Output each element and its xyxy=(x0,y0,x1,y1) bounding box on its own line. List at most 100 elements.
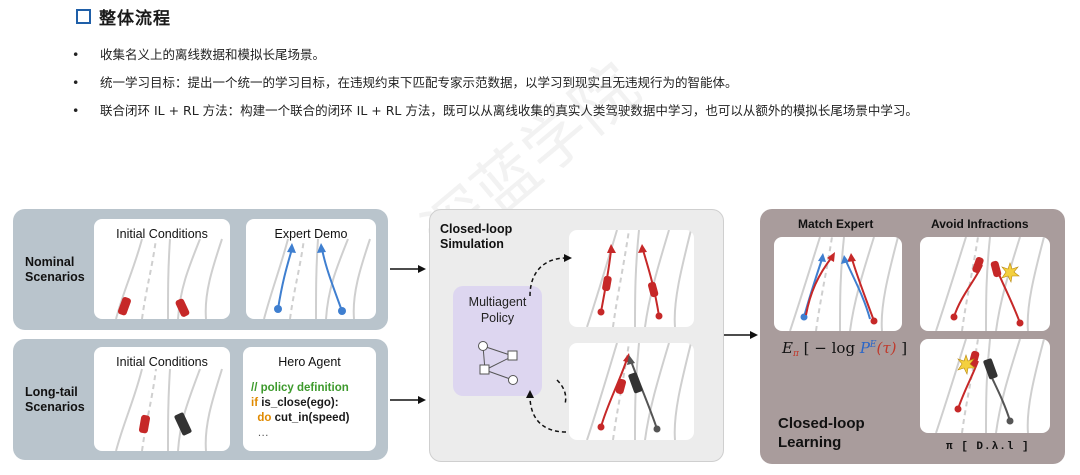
code-ellipsis-text: … xyxy=(257,427,269,439)
code-line-do: do cut_in(speed) xyxy=(251,411,349,426)
code-action: cut_in(speed) xyxy=(274,412,350,424)
trajectory-arrow-icon xyxy=(847,253,878,325)
collision-star-icon xyxy=(957,354,976,375)
nominal-scenarios-panel: Nominal Scenarios Initial Conditions Exp… xyxy=(13,209,388,330)
trajectory-arrow-icon xyxy=(990,260,1024,327)
road-scene-icon xyxy=(263,238,371,319)
bullet-text: 联合闭环 IL + RL 方法：构建一个联合的闭环 IL + RL 方法，既可以… xyxy=(100,103,918,118)
bullet-dot-icon: • xyxy=(72,103,80,118)
code-line-if: if is_close(ego): xyxy=(251,396,349,411)
trajectory-arrow-icon xyxy=(983,358,1014,425)
trajectory-arrow-icon xyxy=(274,243,296,313)
bullet-text: 收集名义上的离线数据和模拟长尾场景。 xyxy=(100,47,326,62)
loss-formula: Eπ [ − log PE(τ) ] xyxy=(782,339,907,359)
card-title: Hero Agent xyxy=(278,355,341,369)
car-icon xyxy=(174,412,192,436)
card-title: Expert Demo xyxy=(274,227,348,241)
car-icon xyxy=(175,298,190,317)
match-expert-scene xyxy=(774,237,902,331)
trajectory-arrow-icon xyxy=(627,355,661,433)
car-icon xyxy=(138,414,151,434)
closed-loop-learning-panel: Match Expert Avoid Infractions xyxy=(760,209,1065,464)
policy-label-line2: Policy xyxy=(480,311,515,325)
policy-label-line1: Multiagent xyxy=(468,295,527,309)
formula-pi: π xyxy=(792,349,799,359)
road-scene-icon xyxy=(789,237,899,331)
formula-tau: (τ) xyxy=(876,339,897,357)
formula-body: [ − log xyxy=(803,339,856,357)
code-ellipsis: … xyxy=(251,426,349,441)
page-title: 整体流程 xyxy=(99,8,171,29)
code-keyword-if: if xyxy=(251,397,259,409)
code-comment: // policy definition xyxy=(251,382,349,394)
section-title: 整体流程 xyxy=(76,2,171,30)
code-condition: is_close(ego): xyxy=(261,397,339,409)
multiagent-policy-box: Multiagent Policy xyxy=(453,286,542,396)
bullet-dot-icon: • xyxy=(72,47,80,62)
bullet-text: 统一学习目标：提出一个统一的学习目标，在违规约束下匹配专家示范数据，以学习到现实… xyxy=(100,75,738,90)
arrow-right-icon xyxy=(390,396,426,404)
learning-label-line2: Learning xyxy=(778,434,842,451)
nominal-scenarios-label: Nominal Scenarios xyxy=(25,255,85,285)
road-scene-icon xyxy=(115,238,223,319)
longtail-initial-conditions-card: Initial Conditions xyxy=(94,347,230,451)
simulation-scene-top xyxy=(569,230,694,327)
longtail-scenarios-label: Long-tail Scenarios xyxy=(25,385,85,415)
loop-arrow-icon xyxy=(529,254,572,297)
road-scene-icon xyxy=(115,368,223,451)
arrow-right-icon xyxy=(724,331,758,339)
nominal-initial-conditions-card: Initial Conditions xyxy=(94,219,230,319)
simulation-label-line2: Simulation xyxy=(440,237,504,251)
road-scene-icon xyxy=(586,343,692,440)
loop-arrow-icon xyxy=(556,379,567,405)
avoid-infractions-title: Avoid Infractions xyxy=(931,217,1029,231)
longtail-scenarios-panel: Long-tail Scenarios Initial Conditions H… xyxy=(13,339,388,460)
simulation-scene-bottom xyxy=(569,343,694,440)
longtail-label-line1: Long-tail xyxy=(25,385,78,399)
trajectory-arrow-icon xyxy=(597,244,616,316)
loop-arrow-icon xyxy=(526,390,567,433)
bullet-list: • 收集名义上的离线数据和模拟长尾场景。 • 统一学习目标：提出一个统一的学习目… xyxy=(72,44,1032,128)
nominal-label-line2: Scenarios xyxy=(25,270,85,284)
learning-label-line1: Closed-loop xyxy=(778,415,865,432)
closed-loop-simulation-panel: Closed-loop Simulation Multiagent Policy xyxy=(429,209,724,462)
avoid-infractions-scene-bottom xyxy=(920,339,1050,433)
hero-agent-code: // policy definition if is_close(ego): d… xyxy=(251,381,349,441)
formula-p: PE xyxy=(860,339,877,357)
trajectory-arrow-icon xyxy=(950,256,984,321)
trajectory-arrow-icon xyxy=(638,244,663,320)
formula-e: E xyxy=(782,339,793,357)
bullet-item: • 统一学习目标：提出一个统一的学习目标，在违规约束下匹配专家示范数据，以学习到… xyxy=(72,72,1032,94)
trajectory-arrow-icon xyxy=(841,255,871,320)
bullet-item: • 联合闭环 IL + RL 方法：构建一个联合的闭环 IL + RL 方法，既… xyxy=(72,100,1032,122)
avoid-infractions-scene-top xyxy=(920,237,1050,331)
arrow-right-icon xyxy=(390,265,426,273)
expert-demo-card: Expert Demo xyxy=(246,219,376,319)
card-title: Initial Conditions xyxy=(116,355,208,369)
card-title: Initial Conditions xyxy=(116,227,208,241)
formula-p-sup: E xyxy=(869,340,877,350)
bullet-item: • 收集名义上的离线数据和模拟长尾场景。 xyxy=(72,44,1032,66)
trajectory-arrow-icon xyxy=(317,243,346,315)
trajectory-arrow-icon xyxy=(805,252,835,316)
trajectory-arrow-icon xyxy=(954,350,980,413)
longtail-label-line2: Scenarios xyxy=(25,400,85,414)
car-icon xyxy=(118,297,131,316)
closed-loop-learning-label: Closed-loop Learning xyxy=(778,414,865,452)
road-scene-icon xyxy=(935,237,1045,331)
nominal-label-line1: Nominal xyxy=(25,255,75,269)
policy-graph-icon xyxy=(478,341,518,385)
formula-p-letter: P xyxy=(859,339,870,357)
hero-agent-card: Hero Agent // policy definition if is_cl… xyxy=(243,347,376,451)
square-bullet-icon xyxy=(76,8,91,24)
match-expert-title: Match Expert xyxy=(798,217,874,231)
code-keyword-do: do xyxy=(257,412,272,424)
simulation-label-line1: Closed-loop xyxy=(440,222,513,236)
road-scene-icon xyxy=(935,339,1045,433)
trajectory-arrow-icon xyxy=(800,253,826,321)
bullet-dot-icon: • xyxy=(72,75,80,90)
policy-label: Multiagent Policy xyxy=(453,294,542,326)
simulation-label: Closed-loop Simulation xyxy=(440,222,512,252)
formula-close: ] xyxy=(901,339,908,357)
road-scene-icon xyxy=(586,230,692,327)
